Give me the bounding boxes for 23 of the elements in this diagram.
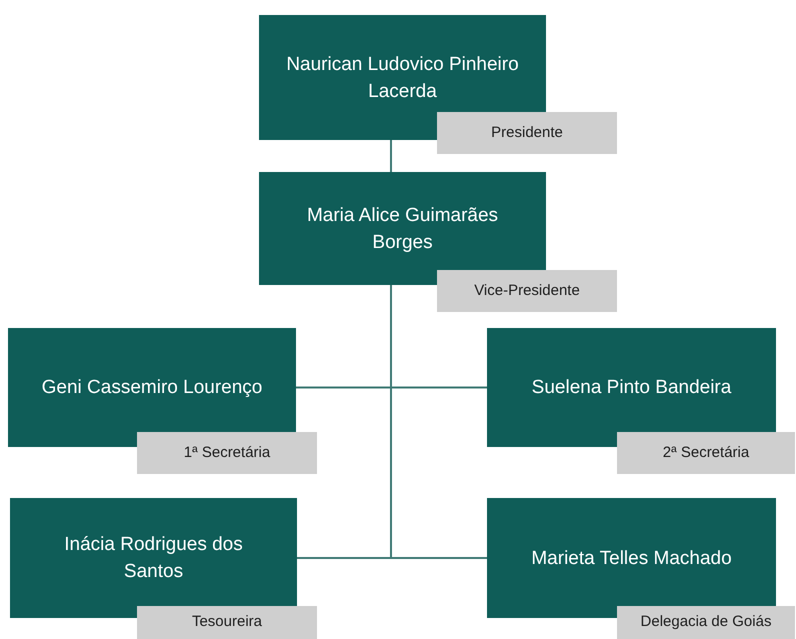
role-title: 1ª Secretária bbox=[184, 442, 270, 463]
role-title: Vice-Presidente bbox=[474, 280, 580, 301]
person-name: Suelena Pinto Bandeira bbox=[532, 376, 732, 400]
person-name: Inácia Rodrigues dos Santos bbox=[63, 533, 244, 584]
role-tag bbox=[437, 112, 617, 154]
person-name: Geni Cassemiro Lourenço bbox=[42, 376, 262, 400]
role-title: Tesoureira bbox=[192, 612, 262, 632]
role-title: 2ª Secretária bbox=[662, 442, 750, 463]
role-tag bbox=[437, 270, 617, 312]
role-title: Presidente bbox=[491, 122, 563, 143]
connector-line bbox=[390, 140, 392, 172]
person-name: Naurican Ludovico Pinheiro Lacerda bbox=[285, 52, 520, 104]
role-tag bbox=[617, 606, 795, 639]
role-tag bbox=[617, 432, 795, 474]
role-tag bbox=[137, 432, 317, 474]
person-name: Maria Alice Guimarães Borges bbox=[306, 204, 500, 254]
person-box bbox=[487, 328, 776, 447]
role-title: Delegacia de Goiás bbox=[640, 612, 772, 632]
role-tag bbox=[137, 606, 317, 639]
person-name: Marieta Telles Machado bbox=[531, 546, 732, 570]
person-box bbox=[259, 172, 546, 285]
person-box bbox=[8, 328, 296, 447]
connector-line bbox=[390, 285, 487, 559]
